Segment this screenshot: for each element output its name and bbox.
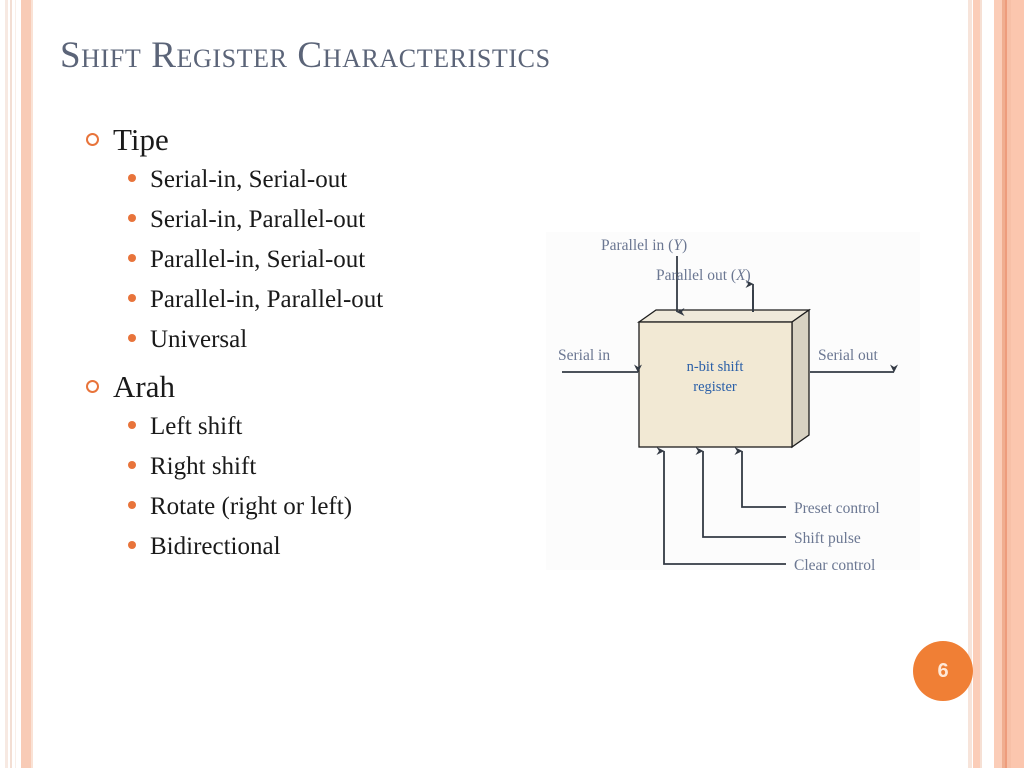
right-stripe-4 (986, 0, 994, 768)
parallel-out-label: Parallel out (X) (656, 267, 751, 284)
bullet-level2-list-arah: Left shift Right shift Rotate (right or … (86, 407, 536, 566)
bullet-level2-list-tipe: Serial-in, Serial-out Serial-in, Paralle… (86, 160, 536, 359)
bullet-level1-label: Arah (113, 368, 175, 404)
shift-pulse-connector (695, 447, 786, 538)
bullet-group-tipe: Tipe Serial-in, Serial-out Serial-in, Pa… (86, 122, 536, 359)
dot-bullet-icon (128, 293, 136, 302)
left-stripe-5 (31, 0, 33, 768)
list-item: Universal (86, 320, 536, 359)
right-stripe-3 (980, 0, 982, 768)
list-item-label: Left shift (150, 412, 243, 440)
bullet-level1-tipe: Tipe (86, 122, 536, 158)
shift-register-diagram: n-bit shift register Parallel in (Y) Par… (546, 232, 920, 570)
list-item-label: Parallel-in, Serial-out (150, 245, 366, 273)
dot-bullet-icon (128, 500, 136, 509)
list-item: Serial-in, Serial-out (86, 160, 536, 199)
dot-bullet-icon (128, 213, 136, 222)
list-item: Parallel-in, Serial-out (86, 240, 536, 279)
left-stripe-3 (15, 0, 16, 768)
bullet-level1-arah: Arah (86, 369, 536, 405)
box-right-face (791, 308, 810, 449)
list-item: Right shift (86, 447, 536, 486)
right-stripe-2 (973, 0, 980, 768)
dot-bullet-icon (128, 333, 136, 342)
dot-bullet-icon (128, 460, 136, 469)
list-item-label: Universal (150, 325, 248, 353)
right-stripe-9 (1011, 0, 1024, 768)
bullet-content: Tipe Serial-in, Serial-out Serial-in, Pa… (86, 122, 536, 576)
list-item-label: Parallel-in, Parallel-out (150, 285, 384, 313)
box-top-face (636, 309, 812, 323)
right-stripe-6 (1002, 0, 1005, 768)
dot-bullet-icon (128, 253, 136, 262)
preset-control-label: Preset control (794, 500, 880, 517)
right-stripe-7 (1005, 0, 1007, 768)
left-stripe-1 (5, 0, 8, 768)
page-title: Shift Register Characteristics (60, 35, 551, 76)
left-stripe-4 (21, 0, 31, 768)
box-label-line2: register (693, 379, 737, 395)
box-label-line1: n-bit shift (687, 359, 744, 375)
dot-bullet-icon (128, 540, 136, 549)
clear-control-connector (656, 447, 786, 565)
hollow-circle-bullet-icon (86, 379, 99, 393)
bullet-level1-label: Tipe (113, 122, 169, 157)
parallel-in-label: Parallel in (Y) (601, 237, 687, 254)
serial-out-label: Serial out (818, 347, 879, 364)
dot-bullet-icon (128, 420, 136, 429)
bullet-group-arah: Arah Left shift Right shift Rotate (righ… (86, 369, 536, 566)
right-stripe-1 (968, 0, 972, 768)
preset-control-connector (734, 447, 786, 508)
left-stripe-2 (10, 0, 12, 768)
shift-pulse-label: Shift pulse (794, 530, 861, 547)
list-item-label: Right shift (150, 452, 257, 480)
serial-in-label: Serial in (558, 347, 610, 364)
list-item: Left shift (86, 407, 536, 446)
list-item: Serial-in, Parallel-out (86, 200, 536, 239)
right-stripe-8 (1007, 0, 1011, 768)
list-item-label: Serial-in, Serial-out (150, 165, 348, 193)
box-front-face (638, 321, 793, 448)
list-item: Parallel-in, Parallel-out (86, 280, 536, 319)
hollow-circle-bullet-icon (86, 133, 99, 146)
page-number-badge: 6 (913, 641, 973, 701)
list-item: Rotate (right or left) (86, 487, 536, 526)
clear-control-label: Clear control (794, 557, 875, 570)
list-item-label: Bidirectional (150, 532, 281, 560)
list-item-label: Rotate (right or left) (150, 492, 353, 520)
list-item-label: Serial-in, Parallel-out (150, 205, 366, 233)
dot-bullet-icon (128, 173, 136, 182)
list-item: Bidirectional (86, 527, 536, 566)
right-stripe-5 (994, 0, 1002, 768)
